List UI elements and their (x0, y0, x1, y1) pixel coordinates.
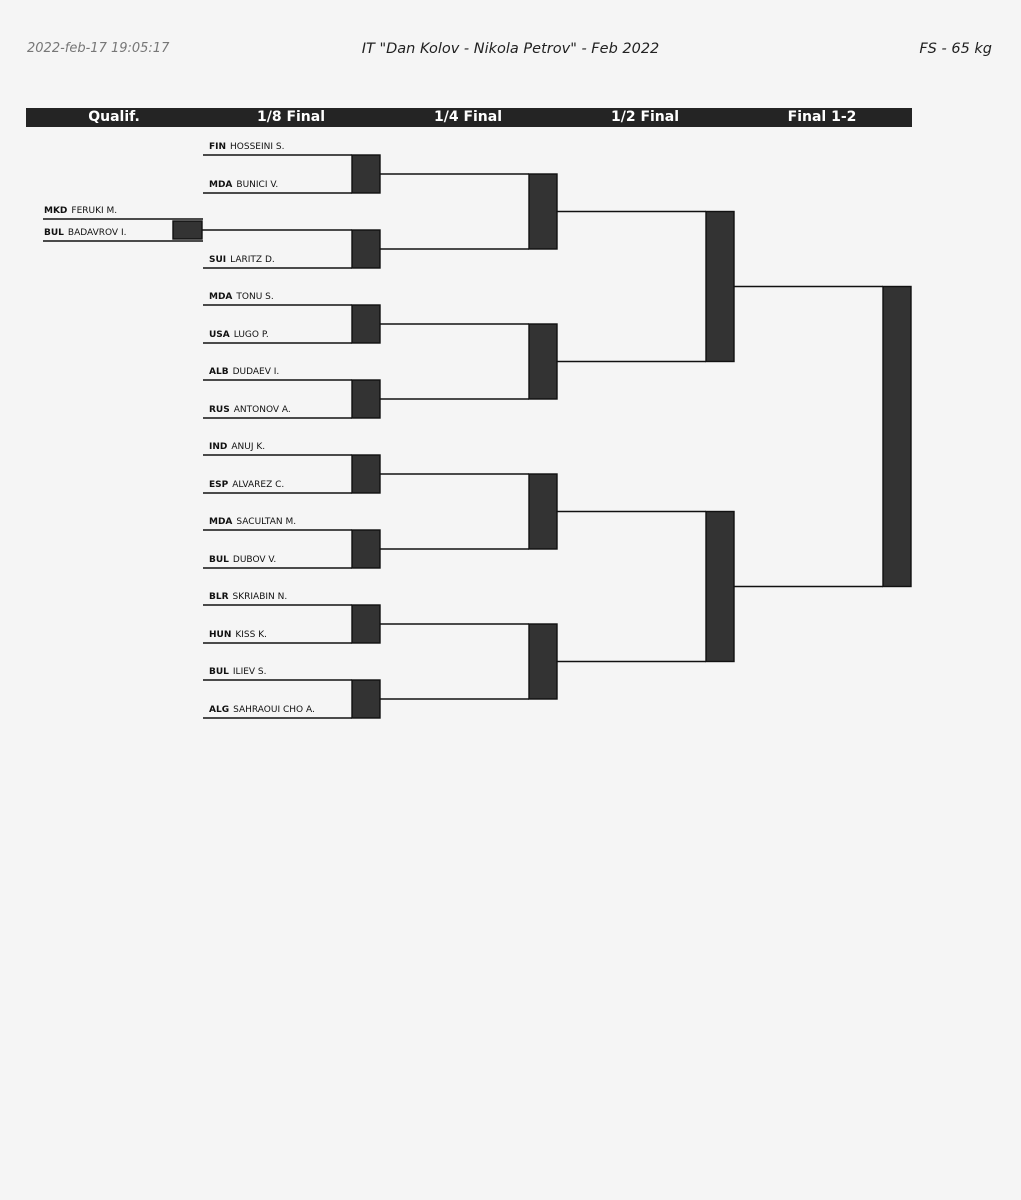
nation-code: IND (209, 442, 228, 452)
wrestler-name: LARITZ D. (230, 255, 275, 265)
nation-code: BUL (209, 667, 229, 677)
wrestler-name: SACULTAN M. (236, 517, 297, 527)
event-title: IT "Dan Kolov - Nikola Petrov" - Feb 202… (361, 41, 660, 57)
quarterfinal-score-box (528, 623, 558, 700)
nation-code: ESP (209, 480, 229, 490)
wrestler-name: SAHRAOUI CHO A. (233, 705, 315, 715)
round-of-16-score-box (351, 679, 381, 719)
semifinal-score-box (705, 510, 735, 663)
wrestler-name: ILIEV S. (232, 667, 267, 677)
quarterfinal-score-box (528, 173, 558, 250)
nation-code: MKD (44, 206, 68, 216)
wrestler-name: BADAVROV I. (67, 228, 127, 238)
round-label-final: Final 1-2 (787, 109, 857, 125)
quarterfinal-score-box (528, 323, 558, 400)
nation-code: FIN (209, 142, 227, 152)
round-label-1-4-final: 1/4 Final (433, 109, 503, 125)
round-of-16-score-box (351, 529, 381, 569)
nation-code: BUL (44, 228, 64, 238)
nation-code: MDA (209, 517, 233, 527)
wrestler-name: HOSSEINI S. (230, 142, 285, 152)
nation-code: SUI (209, 255, 227, 265)
wrestler-name: ALVAREZ C. (232, 480, 285, 490)
wrestler-name: KISS K. (235, 630, 267, 640)
qualification-score-box (172, 220, 203, 240)
weight-category: FS - 65 kg (919, 41, 992, 57)
wrestler-name: ANUJ K. (231, 442, 266, 452)
round-header-bar: Qualif. 1/8 Final 1/4 Final 1/2 Final Fi… (26, 108, 912, 127)
wrestler-name: ANTONOV A. (233, 405, 291, 415)
round-label-qualification: Qualif. (88, 109, 140, 125)
nation-code: ALG (209, 705, 230, 715)
final-score-box (882, 285, 912, 588)
round-of-16-score-box (351, 379, 381, 419)
round-of-16-slot (209, 215, 213, 229)
round-of-16-score-box (351, 304, 381, 344)
round-of-16-score-box (351, 604, 381, 644)
wrestler-name: SKRIABIN N. (232, 592, 288, 602)
nation-code: RUS (209, 405, 230, 415)
round-of-16-score-box (351, 154, 381, 194)
nation-code: BUL (209, 555, 229, 565)
wrestler-name: TONU S. (236, 292, 274, 302)
wrestler-name: BUNICI V. (236, 180, 279, 190)
round-label-1-8-final: 1/8 Final (256, 109, 326, 125)
nation-code: ALB (209, 367, 229, 377)
nation-code: HUN (209, 630, 232, 640)
semifinal-score-box (705, 210, 735, 363)
wrestler-name: DUDAEV I. (232, 367, 280, 377)
nation-code: BLR (209, 592, 229, 602)
wrestler-name: DUBOV V. (232, 555, 277, 565)
quarterfinal-score-box (528, 473, 558, 550)
round-of-16-score-box (351, 454, 381, 494)
nation-code: MDA (209, 180, 233, 190)
wrestler-name: LUGO P. (233, 330, 269, 340)
print-timestamp: 2022-feb-17 19:05:17 (27, 41, 170, 56)
nation-code: USA (209, 330, 230, 340)
wrestler-name: FERUKI M. (71, 206, 118, 216)
round-label-1-2-final: 1/2 Final (610, 109, 680, 125)
round-of-16-score-box (351, 229, 381, 269)
nation-code: MDA (209, 292, 233, 302)
